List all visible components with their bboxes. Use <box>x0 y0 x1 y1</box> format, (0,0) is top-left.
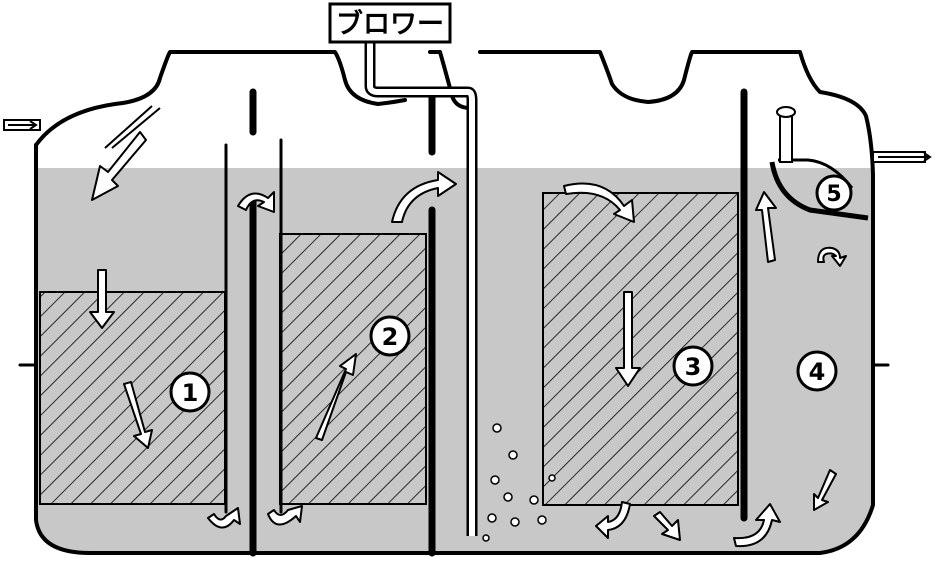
arrow-turn-1 <box>207 507 241 529</box>
chlorine-tube <box>779 111 793 163</box>
chamber-label-3: 3 <box>672 345 714 387</box>
flow-arrows <box>89 131 847 548</box>
chamber-label-1: 1 <box>169 371 211 413</box>
media-zone-3 <box>542 192 739 506</box>
arrow-slant-chamber-4 <box>813 469 837 511</box>
air-pipe <box>364 42 478 536</box>
arrow-turn-chamber-4 <box>817 246 847 267</box>
outlet-pipe <box>872 151 932 163</box>
svg-text:2: 2 <box>382 323 399 351</box>
arrow-over-baffle-2 <box>391 171 457 223</box>
blower-label-text: ブロワー <box>336 8 444 40</box>
disinfection-chamber <box>769 106 869 221</box>
baffles <box>224 88 748 557</box>
svg-text:4: 4 <box>809 358 826 386</box>
arrow-up-chamber-4 <box>755 191 777 263</box>
arrow-diag-chamber-1 <box>123 381 153 449</box>
svg-text:1: 1 <box>182 379 199 407</box>
arrow-down-chamber-1 <box>89 269 115 329</box>
arrow-top-baffle-1 <box>237 191 275 213</box>
air-bubbles <box>482 423 556 542</box>
arrow-bottom-right-3 <box>653 511 681 541</box>
arrow-under-wall-4 <box>733 503 781 548</box>
arrow-up-chamber-2 <box>315 353 357 441</box>
arrow-turn-2 <box>267 505 303 526</box>
arrow-curve-chamber-3 <box>563 182 635 223</box>
chamber-label-2: 2 <box>369 315 411 357</box>
svg-text:5: 5 <box>826 182 841 207</box>
chamber-label-5: 5 <box>815 174 853 212</box>
blower-label: ブロワー <box>328 2 452 44</box>
arrow-down-chamber-3 <box>615 291 641 387</box>
arrow-bottom-left-3 <box>595 501 631 539</box>
media-zone-2 <box>279 233 427 505</box>
arrow-inlet-down <box>91 131 147 201</box>
chamber-label-4: 4 <box>796 350 838 392</box>
svg-text:3: 3 <box>685 353 702 381</box>
inlet-pipe <box>3 105 161 149</box>
